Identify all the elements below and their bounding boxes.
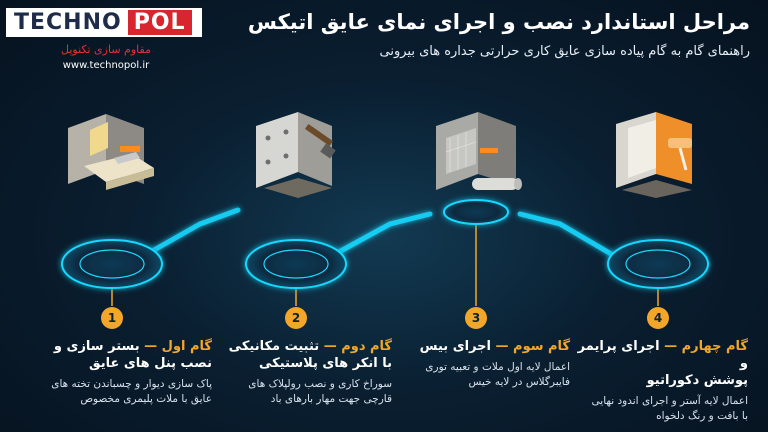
step-2-number-badge: 2: [285, 307, 307, 329]
step-2-title: گام دوم — تثبیت مکانیکی با انکر های پلاس…: [216, 338, 392, 372]
step-1-title: گام اول — بستر سازی و نصب پنل های عایق: [36, 338, 212, 372]
page-subtitle: راهنمای گام به گام پیاده سازی عایق کاری …: [379, 44, 751, 59]
step-4-desc-line1: اعمال لایه آستر و اجرای اندود نهایی: [591, 395, 748, 407]
page-title: مراحل استاندارد نصب و اجرای نمای عایق ات…: [247, 10, 750, 34]
step-1-desc-line2: عایق با ملات پلیمری مخصوص: [80, 393, 212, 405]
step-3-desc-line1: اعمال لایه اول ملات و تعبیه توری: [425, 361, 570, 373]
step-3-desc-line2: فایبرگلاس در لایه خیس: [468, 376, 570, 388]
paint-roller-icon: [606, 108, 702, 200]
step-4-desc-line2: با بافت و رنگ دلخواه: [656, 410, 748, 422]
logo-name-part2: POL: [127, 10, 192, 35]
step-3-label: گام سوم —: [495, 339, 570, 354]
step-2-card: گام دوم — تثبیت مکانیکی با انکر های پلاس…: [216, 338, 392, 407]
step-3-title: گام سوم — اجرای بیس: [394, 338, 570, 355]
logo-name-part1: TECHNO: [14, 10, 122, 35]
step-1-card: گام اول — بستر سازی و نصب پنل های عایق پ…: [36, 338, 212, 407]
step-4-number-badge: 4: [647, 307, 669, 329]
step-2-title-line1: تثبیت مکانیکی: [228, 339, 320, 354]
step-3-title-line1: اجرای بیس: [419, 339, 491, 354]
step-4-title-line2: پوشش دکوراتیو: [646, 373, 748, 388]
step-2-desc-line1: سوراخ کاری و نصب رولپلاک های: [248, 378, 392, 390]
step-4-description: اعمال لایه آستر و اجرای اندود نهایی با ب…: [572, 394, 748, 424]
step-1-title-line2: نصب پنل های عایق: [89, 356, 212, 371]
anchor-hammer-icon: [246, 108, 342, 200]
step-3-description: اعمال لایه اول ملات و تعبیه توری فایبرگل…: [394, 360, 570, 390]
step-3-number-badge: 3: [465, 307, 487, 329]
step-2-description: سوراخ کاری و نصب رولپلاک های قارچی جهت م…: [216, 377, 392, 407]
step-3-platform: [443, 199, 509, 225]
insulation-panel-icon: [62, 108, 158, 200]
step-2-desc-line2: قارچی جهت مهار بارهای باد: [270, 393, 392, 405]
step-4-platform: [607, 239, 709, 289]
step-4-title: گام چهارم — اجرای پرایمر و پوشش دکوراتیو: [572, 338, 748, 389]
logo-url: www.technopol.ir: [62, 60, 150, 71]
step-1-description: پاک سازی دیوار و چسباندن تخته های عایق ب…: [36, 377, 212, 407]
step-4-title-line1: اجرای پرایمر و: [577, 339, 748, 371]
step-2-title-line2: با انکر های پلاستیکی: [259, 356, 392, 371]
mesh-roll-icon: [428, 108, 524, 200]
step-2-platform: [245, 239, 347, 289]
step-4-label: گام چهارم —: [664, 339, 748, 354]
step-1-platform: [61, 239, 163, 289]
step-1-label: گام اول —: [144, 339, 212, 354]
step-1-desc-line1: پاک سازی دیوار و چسباندن تخته های: [51, 378, 212, 390]
step-3-card: گام سوم — اجرای بیس اعمال لایه اول ملات …: [394, 338, 570, 390]
step-1-title-line1: بستر سازی و: [53, 339, 140, 354]
logo-tagline: مقاوم سازی تکنوپل: [61, 43, 151, 56]
step-1-number-badge: 1: [101, 307, 123, 329]
step-2-label: گام دوم —: [323, 339, 392, 354]
step-4-card: گام چهارم — اجرای پرایمر و پوشش دکوراتیو…: [572, 338, 748, 424]
